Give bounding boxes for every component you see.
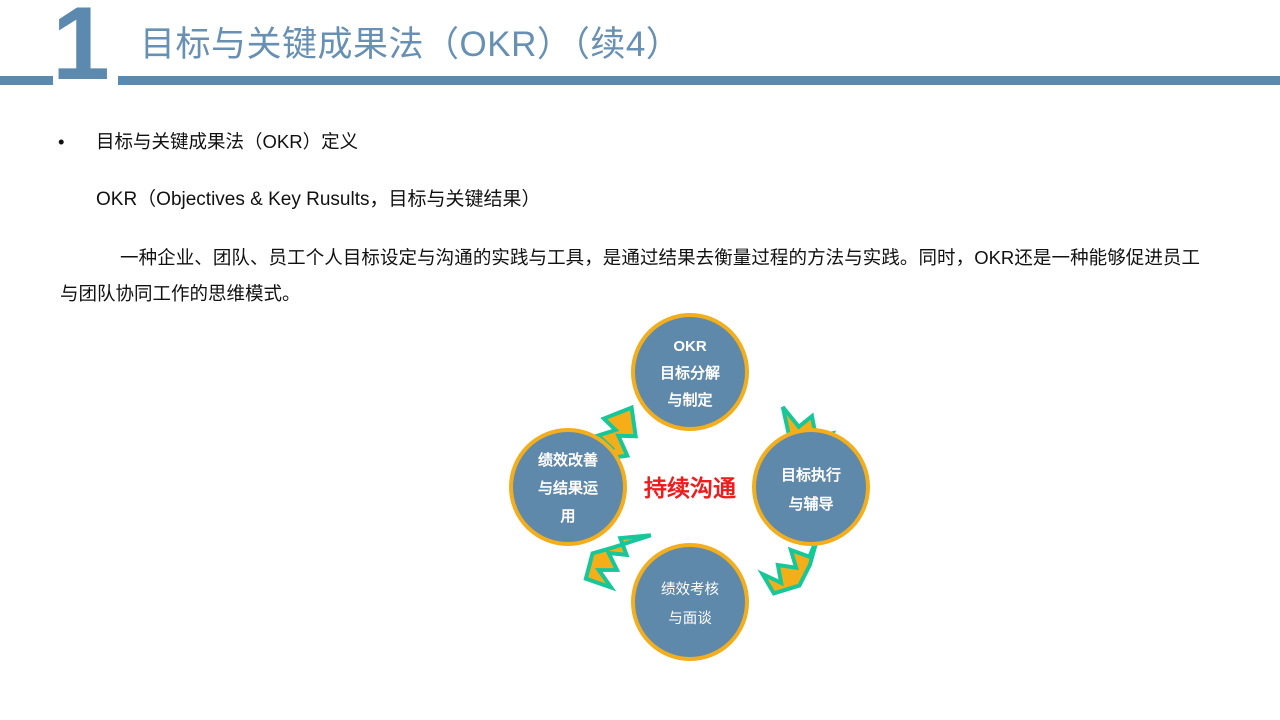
okr-definition-line: OKR（Objectives & Key Rusults，目标与关键结果） [96,189,541,210]
cycle-node-bottom-line-2: 与面谈 [668,610,712,627]
cycle-node-left[interactable]: 绩效改善 与结果运 用 [509,428,627,546]
cycle-node-bottom-line-1: 绩效考核 [661,581,719,598]
cycle-node-top-line-1: OKR [673,338,707,355]
cycle-node-left-circle [509,428,627,546]
cycle-node-right-line-2: 与辅导 [788,495,833,513]
cycle-node-right-line-1: 目标执行 [781,466,841,484]
cycle-node-bottom[interactable]: 绩效考核 与面谈 [631,543,749,661]
cycle-node-bottom-circle [631,543,749,661]
cycle-node-top-circle [631,313,749,431]
okr-cycle-diagram: OKR 目标分解 与制定 目标执行 与辅导 绩效考核 与面谈 绩效改善 与结果运… [480,300,900,690]
arrow-bottom-to-left [583,533,652,592]
cycle-node-right[interactable]: 目标执行 与辅导 [752,428,870,546]
bullet-item: • 目标与关键成果法（OKR）定义 [58,128,358,154]
cycle-node-left-line-2: 与结果运 [538,479,598,497]
page-title: 目标与关键成果法（OKR）（续4） [140,25,682,64]
slide-header: 1 目标与关键成果法（OKR）（续4） [0,0,1280,100]
cycle-node-left-line-3: 用 [560,508,575,525]
cycle-node-left-line-1: 绩效改善 [538,451,598,469]
cycle-node-top-line-2: 目标分解 [660,364,720,382]
cycle-node-right-circle [752,428,870,546]
slide-number: 1 [52,0,110,102]
header-rule [118,76,1280,85]
arrow-right-to-bottom [757,535,820,596]
okr-description-paragraph: 一种企业、团队、员工个人目标设定与沟通的实践与工具，是通过结果去衡量过程的方法与… [60,247,1200,304]
bullet-marker-icon: • [58,131,65,152]
cycle-node-top-line-3: 与制定 [667,391,712,409]
header-left-dash [0,76,53,85]
cycle-node-top[interactable]: OKR 目标分解 与制定 [631,313,749,431]
bullet-item-label: 目标与关键成果法（OKR）定义 [96,131,359,152]
cycle-center-label: 持续沟通 [644,475,736,501]
